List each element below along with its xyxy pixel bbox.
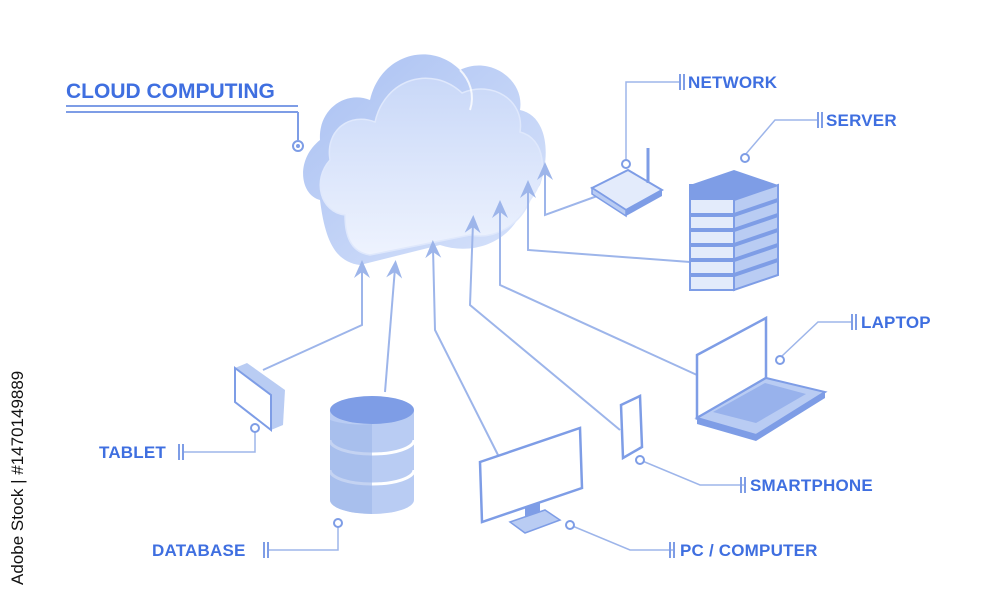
callouts xyxy=(178,74,857,558)
label-server: SERVER xyxy=(826,111,897,130)
cloud-icon xyxy=(303,54,546,265)
diagram-title: CLOUD COMPUTING xyxy=(66,80,275,103)
label-network: NETWORK xyxy=(688,73,778,92)
server-icon xyxy=(689,170,779,292)
label-pc-computer: PC / COMPUTER xyxy=(680,541,818,560)
tablet-icon xyxy=(234,363,285,433)
pc-monitor-icon xyxy=(478,426,584,534)
laptop-link xyxy=(492,200,698,376)
callout-dots xyxy=(250,153,785,530)
label-smartphone: SMARTPHONE xyxy=(750,476,873,495)
database-icon xyxy=(328,396,416,514)
router-icon xyxy=(589,148,665,218)
connection-lines xyxy=(262,162,698,456)
network-link xyxy=(537,162,601,217)
server-link xyxy=(520,180,691,263)
database-link xyxy=(384,260,403,393)
stock-watermark: Adobe Stock | #1470149889 xyxy=(8,370,27,585)
label-database: DATABASE xyxy=(152,541,246,560)
title-underline xyxy=(66,105,299,140)
smartphone-icon xyxy=(619,394,644,461)
tablet-link xyxy=(262,260,370,371)
smartphone-link xyxy=(464,215,621,431)
label-tablet: TABLET xyxy=(99,443,166,462)
laptop-icon xyxy=(694,315,828,441)
label-laptop: LAPTOP xyxy=(861,313,931,332)
pc-link xyxy=(425,240,499,456)
